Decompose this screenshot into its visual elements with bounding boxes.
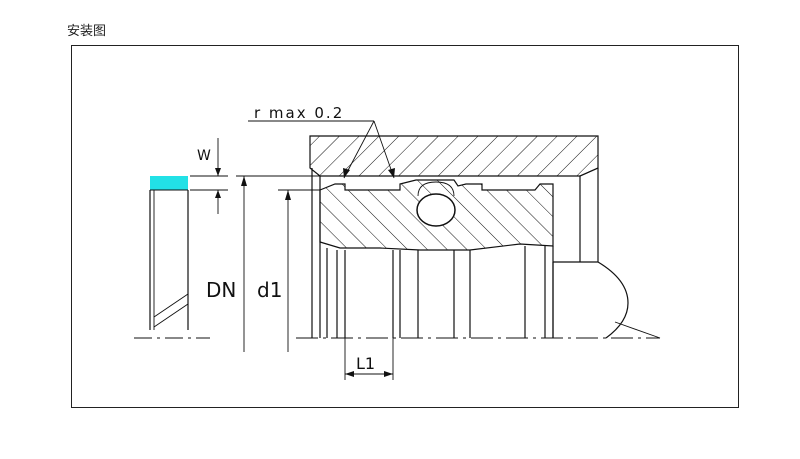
o-ring	[416, 193, 456, 227]
rod-end	[552, 261, 661, 339]
drawing-caption: 安装图	[67, 24, 107, 39]
dn-label: DN	[206, 278, 236, 302]
w-dimension: W	[190, 138, 228, 214]
drawing-frame	[71, 45, 739, 408]
w-label: W	[197, 148, 211, 164]
d1-label: d1	[257, 278, 282, 302]
piston	[319, 179, 554, 251]
seal-highlight	[150, 176, 188, 190]
seal-section	[134, 176, 210, 339]
l1-dimension: L1	[344, 338, 394, 380]
dn-dimension: DN	[206, 175, 320, 352]
l1-label: L1	[356, 354, 375, 373]
d1-dimension: d1	[257, 189, 320, 352]
housing	[309, 135, 599, 177]
r-max-callout: r max 0.2	[248, 104, 395, 179]
r-max-label: r max 0.2	[254, 104, 344, 122]
